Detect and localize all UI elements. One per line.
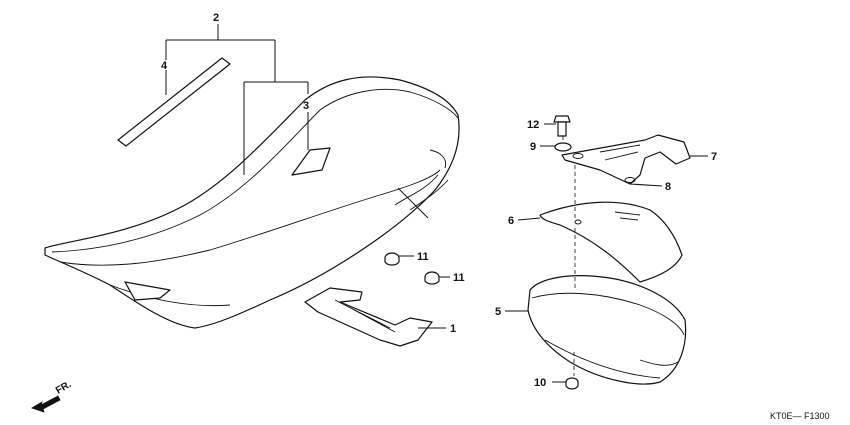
part-11-nut-a	[384, 252, 400, 266]
callout-11-b: 11	[453, 272, 465, 284]
part-7-8-bracket	[561, 134, 691, 185]
part-5-pad	[527, 275, 687, 385]
part-6-plate	[539, 201, 683, 283]
callout-5: 5	[495, 306, 501, 318]
callout-4: 4	[161, 60, 168, 72]
part-12-bolt	[553, 115, 571, 137]
seat-assembly	[44, 76, 460, 329]
callout-1: 1	[450, 323, 456, 335]
part-4-strip	[117, 57, 231, 147]
part-9-washer	[554, 142, 572, 152]
front-direction-indicator: FR.	[31, 379, 74, 413]
drawing-code: KT0E— F1300	[770, 411, 830, 421]
callout-6: 6	[508, 215, 514, 227]
leader-lines	[165, 24, 708, 383]
callout-10: 10	[534, 377, 546, 389]
callout-9: 9	[530, 141, 536, 153]
callout-3: 3	[303, 100, 309, 112]
part-10-nut	[565, 377, 579, 390]
callout-11-a: 11	[417, 251, 429, 263]
part-3-tab	[291, 147, 331, 176]
callout-12: 12	[527, 119, 539, 131]
part-11-nut-b	[424, 271, 440, 285]
front-label: FR.	[54, 379, 74, 397]
front-arrow-icon	[31, 395, 61, 413]
callout-7: 7	[711, 151, 717, 163]
callout-8: 8	[665, 181, 671, 193]
callout-2: 2	[213, 12, 219, 24]
